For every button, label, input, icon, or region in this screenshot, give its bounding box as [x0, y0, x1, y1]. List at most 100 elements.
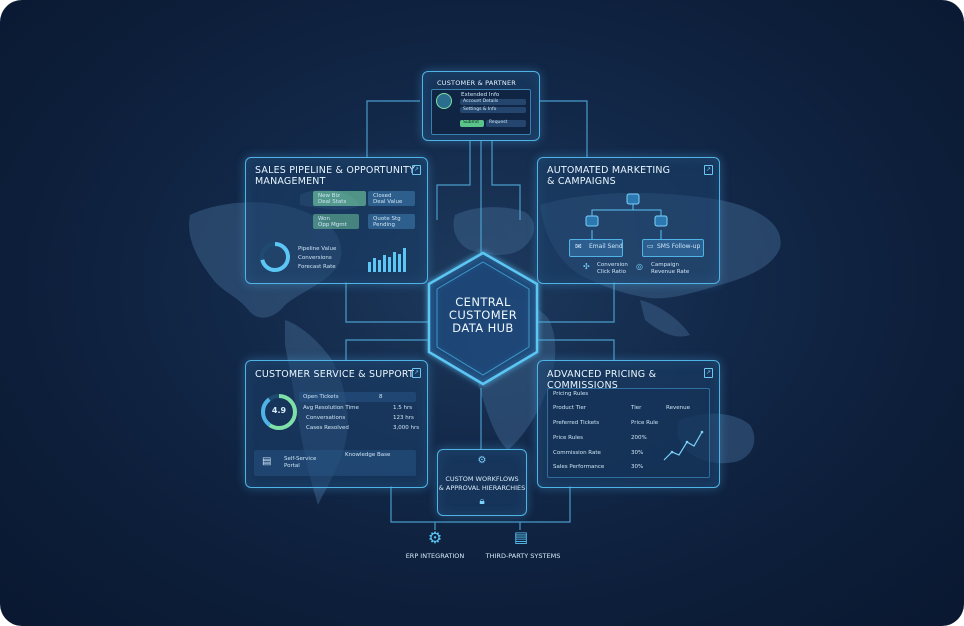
sales-card-4-line-2: Pending — [373, 222, 395, 228]
portal-panel: CUSTOMER & PARTNER PORTAL Extended Info … — [422, 71, 540, 141]
open-tickets-row — [299, 392, 416, 402]
pricing-row-3-value: 200% — [631, 435, 647, 441]
avatar — [436, 93, 452, 109]
campaign-node — [626, 193, 640, 205]
marketing-panel: AUTOMATED MARKETING & CAMPAIGNS ↗ ✉ Emai… — [537, 157, 720, 284]
pricing-row-5-label: Sales Performance — [553, 464, 605, 470]
sales-card-4-line-1: Quote Stg — [373, 216, 401, 222]
sales-card-1-line-2: Deal Stats — [318, 199, 347, 205]
erp-integration-label: ERP INTEGRATION — [405, 552, 465, 560]
pricing-row-3-label: Price Rules — [553, 435, 584, 441]
sales-card-3-line-1: Won — [318, 216, 330, 222]
portal-header: Extended Info — [461, 92, 500, 98]
sales-bar-chart — [368, 248, 406, 272]
sales-card-2-line-1: Closed — [373, 193, 392, 199]
email-send-label: Email Send — [589, 243, 623, 250]
sms-followup-step — [642, 239, 704, 257]
self-service-label-2: Portal — [284, 463, 300, 469]
expand-icon[interactable]: ↗ — [412, 165, 421, 175]
service-panel: CUSTOMER SERVICE & SUPPORT ↗ 4.9 Open Ti… — [245, 360, 428, 488]
knowledge-base-label: Knowledge Base — [345, 452, 391, 458]
pricing-panel: ADVANCED PRICING & COMMISSIONS ↗ Pricing… — [537, 360, 720, 488]
workflow-label-2: & APPROVAL HIERARCHIES — [438, 484, 526, 492]
sales-card-3-line-2: Opp Mgmt — [318, 222, 347, 228]
sales-card-2 — [368, 191, 415, 206]
sales-card-2-line-2: Deal Value — [373, 199, 403, 205]
sales-stat-2: Conversions — [298, 255, 332, 261]
self-service-row — [254, 450, 416, 476]
sales-card-1 — [313, 191, 366, 206]
portal-request-label: Request — [489, 120, 508, 125]
sales-card-3 — [313, 214, 359, 229]
pricing-row-1-label: Product Tier — [553, 405, 586, 411]
service-row-1-label: Open Tickets — [303, 394, 339, 400]
pricing-row-2-value: Price Rule — [631, 420, 659, 426]
expand-icon[interactable]: ↗ — [704, 368, 713, 378]
portal-row-2-label: Settings & Info — [463, 107, 497, 112]
service-title: CUSTOMER SERVICE & SUPPORT — [255, 369, 415, 380]
central-hub: CENTRAL CUSTOMER DATA HUB — [433, 296, 533, 335]
hub-line-1: CENTRAL — [455, 295, 511, 309]
portal-submit-button[interactable] — [460, 120, 484, 127]
portal-request-field[interactable] — [486, 120, 526, 127]
pricing-table-header: Pricing Rules — [553, 391, 589, 397]
pricing-title: ADVANCED PRICING & COMMISSIONS — [547, 369, 657, 391]
sales-title: SALES PIPELINE & OPPORTUNITY MANAGEMENT — [255, 165, 415, 187]
sales-title-line-2: MANAGEMENT — [255, 176, 326, 187]
marketing-title-line-2: & CAMPAIGNS — [547, 176, 616, 187]
sms-followup-label: SMS Follow-up — [657, 243, 701, 250]
gears-icon: ⚙ — [477, 455, 487, 466]
pricing-row-2-label: Preferred Tickets — [553, 420, 600, 426]
expand-icon[interactable]: ↗ — [412, 368, 421, 378]
gauge-value: 4.9 — [271, 406, 287, 415]
pricing-side-label: Revenue — [666, 405, 690, 411]
service-row-1-value: 8 — [379, 394, 383, 400]
self-service-label-1: Self-Service — [284, 456, 317, 462]
pricing-row-1-value: Tier — [631, 405, 642, 411]
portal-row-2 — [460, 107, 526, 113]
hub-line-3: DATA HUB — [452, 321, 514, 335]
expand-icon[interactable]: ↗ — [704, 165, 713, 175]
hub-line-2: CUSTOMER — [448, 308, 518, 322]
conversion-label-2: Click Ratio — [597, 269, 626, 275]
service-row-3-value: 123 hrs — [393, 415, 414, 421]
third-party-icon: ▤ — [513, 528, 529, 546]
pricing-row-4-value: 30% — [631, 450, 644, 456]
conversion-icon: ✣ — [583, 262, 590, 271]
campaign-flow-diagram — [585, 193, 668, 240]
pricing-row-4-label: Commission Rate — [553, 450, 601, 456]
satisfaction-gauge — [261, 394, 297, 430]
service-row-4-label: Cases Resolved — [306, 425, 349, 431]
service-row-3-label: Conversations — [306, 415, 346, 421]
email-send-step — [569, 239, 623, 257]
portal-row-1 — [460, 99, 526, 105]
marketing-title: AUTOMATED MARKETING & CAMPAIGNS — [547, 165, 670, 187]
campaign-icon: ◎ — [636, 262, 643, 271]
conversion-label-1: Conversion — [597, 262, 628, 268]
sms-icon: ▭ — [647, 242, 654, 250]
document-icon: ▤ — [262, 456, 272, 467]
pipeline-ring-chart — [260, 242, 290, 272]
service-row-2-value: 1.5 hrs — [393, 405, 413, 411]
service-row-2-label: Avg Resolution Time — [303, 405, 359, 411]
lock-icon: 🔒︎ — [479, 496, 485, 507]
sales-title-line-1: SALES PIPELINE & OPPORTUNITY — [255, 165, 416, 176]
sales-card-1-line-1: New Biz — [318, 193, 340, 199]
campaign-revenue-label-1: Campaign — [651, 262, 679, 268]
commission-line-chart — [663, 430, 704, 461]
workflow-label-1: CUSTOM WORKFLOWS — [445, 475, 519, 483]
sales-card-4 — [368, 214, 415, 229]
service-row-4-value: 3,000 hrs — [393, 425, 420, 431]
sales-panel: SALES PIPELINE & OPPORTUNITY MANAGEMENT … — [245, 157, 428, 284]
marketing-title-line-1: AUTOMATED MARKETING — [547, 165, 671, 176]
pricing-table — [547, 388, 710, 478]
portal-submit-label: Submit — [463, 120, 479, 125]
email-icon: ✉ — [575, 242, 582, 251]
third-party-systems-label: THIRD-PARTY SYSTEMS — [485, 552, 561, 560]
erp-icon: ⚙ — [427, 528, 443, 547]
sales-stat-3: Forecast Rate — [298, 264, 336, 270]
sales-stat-1: Pipeline Value — [298, 246, 337, 252]
pricing-row-5-value: 30% — [631, 464, 644, 470]
portal-row-1-label: Account Details — [463, 99, 499, 104]
